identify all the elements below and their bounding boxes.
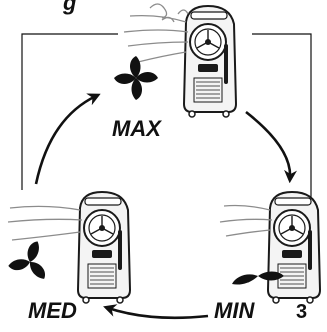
min-airflow (220, 206, 272, 237)
cycle-frame (22, 34, 311, 200)
med-label: MED (28, 298, 77, 323)
cycle-arrow-min-to-med (108, 308, 208, 318)
air-cooler-icon (184, 6, 236, 117)
air-cooler-icon (78, 192, 130, 303)
cycle-arrow-med-to-max (36, 96, 96, 184)
max-airflow (124, 4, 188, 62)
med-air-cooler (78, 192, 130, 303)
fan-blade-icon (4, 234, 58, 285)
max-fan-icon (114, 56, 158, 100)
max-air-cooler (184, 6, 236, 117)
step-number: 3 (296, 301, 307, 323)
min-label: MIN (214, 298, 255, 323)
min-air-cooler (268, 192, 320, 303)
med-airflow (8, 206, 82, 240)
cycle-arrow-max-to-min (246, 112, 290, 178)
med-fan-icon (4, 234, 58, 285)
fan-blade-icon (114, 56, 158, 100)
max-label: MAX (112, 116, 162, 141)
title-fragment: g (62, 0, 77, 15)
air-cooler-icon (268, 192, 320, 303)
